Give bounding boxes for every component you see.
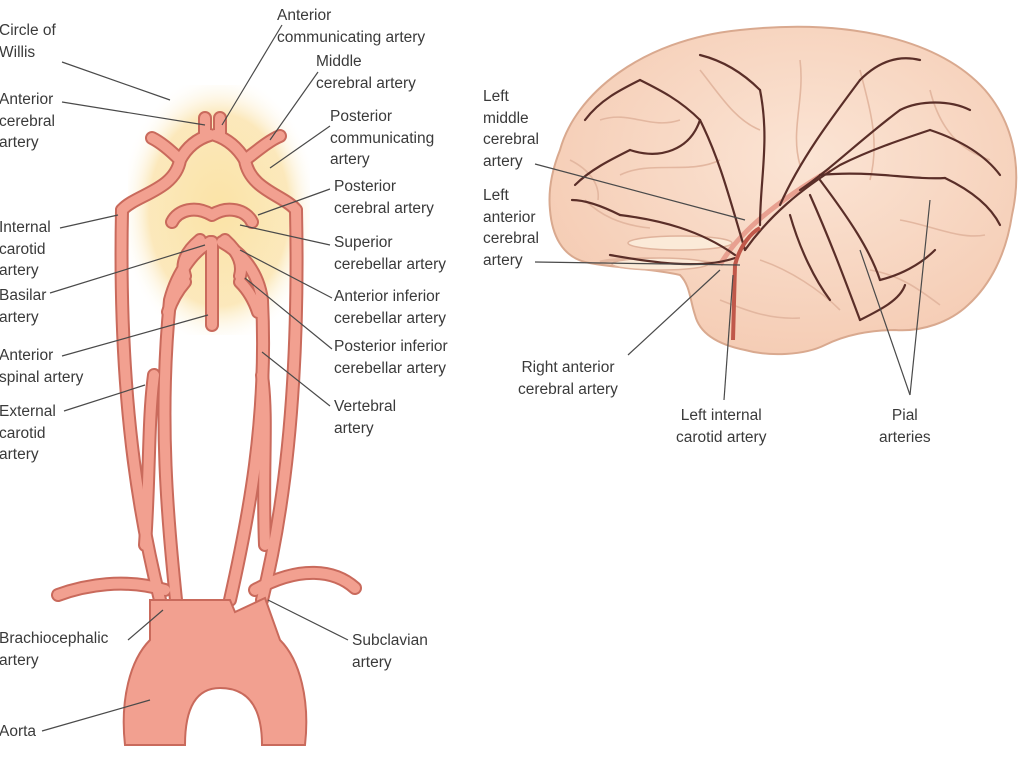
right-leader-lines [534,163,931,401]
label-right-anterior-cerebral-artery: Right anterior cerebral artery [518,359,618,398]
label-pial-arteries: Pial arteries [879,407,931,446]
label-left-internal-carotid-artery: Left internal carotid artery [676,407,767,446]
label-anterior-communicating-artery: Anterior communicating artery [277,7,426,46]
left-leader-lines [41,24,349,732]
arterial-tree [51,111,362,607]
label-aorta: Aorta [0,723,37,740]
label-brachiocephalic-artery: Brachiocephalic artery [0,630,109,669]
label-circle-of-willis: Circle of Willis [0,22,56,61]
label-basilar-artery: Basilar artery [0,287,47,326]
aortic-arch [122,596,308,746]
label-superior-cerebellar-artery: Superior cerebellar artery [334,234,446,273]
label-anterior-spinal-artery: Anterior spinal artery [0,347,84,386]
label-left-middle-cerebral-artery: Left middle cerebral artery [483,88,539,170]
label-left-anterior-cerebral-artery: Left anterior cerebral artery [483,187,539,269]
label-posterior-cerebral-artery: Posterior cerebral artery [334,178,434,217]
label-posterior-communicating-artery: Posterior communicating artery [330,108,435,168]
label-internal-carotid-artery: Internal carotid artery [0,219,51,279]
label-subclavian-artery: Subclavian artery [352,632,428,671]
label-vertebral-artery: Vertebral artery [334,398,397,437]
label-posterior-inferior-cerebellar-artery: Posterior inferior cerebellar artery [334,338,448,377]
label-anterior-cerebral-artery: Anterior cerebral artery [0,91,55,151]
label-middle-cerebral-artery: Middle cerebral artery [316,53,416,92]
label-external-carotid-artery: External carotid artery [0,403,56,463]
brain-lateral-view [548,25,1018,356]
label-anterior-inferior-cerebellar-artery: Anterior inferior cerebellar artery [334,288,446,327]
